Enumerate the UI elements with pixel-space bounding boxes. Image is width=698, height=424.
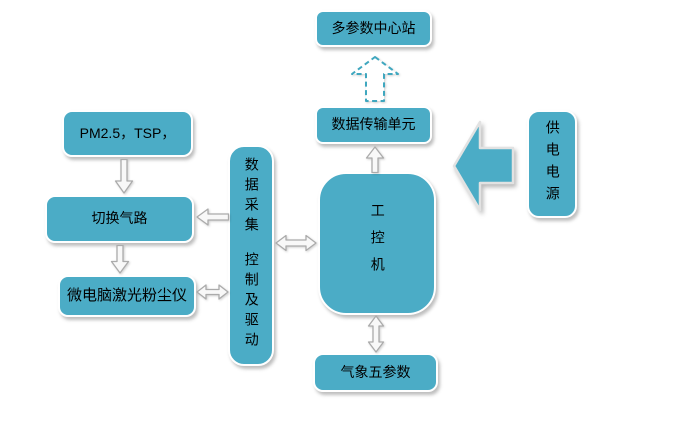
node-power-supply: 供电电源 [527,110,577,218]
node-label: 数据传输单元 [331,116,416,133]
node-data-acquisition-control-drive: 数据采集 控制及驱动 [228,145,274,366]
node-label-top: 数据采集 [243,157,260,237]
node-data-transmission-unit: 数据传输单元 [315,106,432,144]
left-arrow-daq-to-switch [196,207,229,227]
node-industrial-computer: 工控机 [318,172,436,315]
node-multi-parameter-central-station: 多参数中心站 [315,10,432,47]
double-arrow-ipc-daq [275,232,317,254]
down-arrow-pm-to-switch [113,159,135,194]
up-arrow-ipc-to-dtu [364,146,386,173]
node-label: 气象五参数 [340,363,411,380]
power-block-arrow-left [452,118,516,212]
dashed-up-block-arrow [351,56,399,102]
node-pm25-tsp: PM2.5，TSP， [62,110,193,157]
node-meteorological-five-parameters: 气象五参数 [313,353,438,392]
double-arrow-dust-daq [196,282,229,302]
node-label: PM2.5，TSP， [79,124,176,141]
node-switch-gas-path: 切换气路 [45,195,194,243]
node-label-bottom: 控制及驱动 [243,252,260,352]
node-label: 多参数中心站 [331,19,416,36]
node-laser-dust-meter: 微电脑激光粉尘仪 [58,275,196,317]
double-arrow-ipc-weather [366,315,386,353]
node-label: 切换气路 [91,210,148,227]
node-label: 供电电源 [544,120,561,208]
down-arrow-switch-to-dust [109,245,131,274]
node-label: 微电脑激光粉尘仪 [66,286,187,304]
node-label: 工控机 [369,203,386,284]
